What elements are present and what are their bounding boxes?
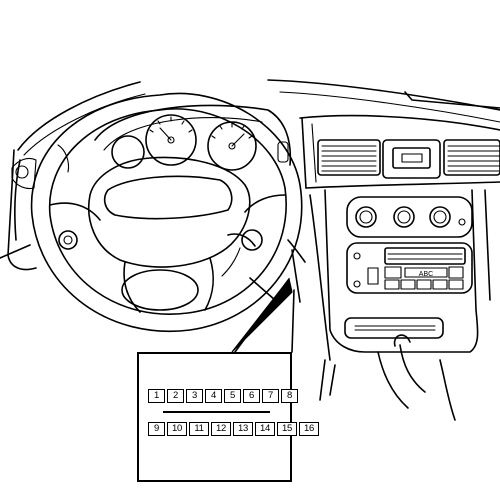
radio-unit: ABC	[346, 242, 473, 294]
connector-pin: 6	[243, 389, 260, 403]
connector-pin: 3	[186, 389, 203, 403]
connector-pin: 11	[189, 422, 209, 436]
steering-wheel	[30, 92, 303, 332]
connector-key-bar	[163, 411, 270, 413]
climate-control-panel	[346, 196, 473, 238]
connector-location-pointer	[231, 277, 295, 353]
connector-pin: 12	[211, 422, 231, 436]
connector-pin-row-bottom: 9 10 11 12 13 14 15 16	[148, 422, 319, 436]
instrument-cluster	[94, 104, 292, 171]
connector-pin: 4	[205, 389, 222, 403]
center-display-pod	[382, 139, 441, 179]
connector-pin: 10	[167, 422, 187, 436]
left-door-panel	[0, 149, 37, 271]
connector-pin: 16	[299, 422, 319, 436]
center-console	[319, 317, 456, 421]
connector-pin: 1	[148, 389, 165, 403]
center-stack	[309, 189, 491, 361]
connector-pin: 2	[167, 389, 184, 403]
connector-pin: 5	[224, 389, 241, 403]
center-air-vent	[317, 139, 381, 176]
connector-pin: 15	[277, 422, 297, 436]
radio-display-text: ABC	[419, 271, 433, 278]
connector-pin: 7	[262, 389, 279, 403]
right-air-vent	[443, 139, 500, 176]
connector-pin: 8	[281, 389, 298, 403]
dashboard-top-edge	[17, 79, 500, 189]
connector-pin: 9	[148, 422, 165, 436]
connector-pin-row-top: 1 2 3 4 5 6 7 8	[148, 389, 298, 403]
diagnostic-connector-inset: 1 2 3 4 5 6 7 8 9 10 11 12 13 14 15 16	[137, 352, 319, 482]
connector-pin: 14	[255, 422, 275, 436]
connector-pin: 13	[233, 422, 253, 436]
